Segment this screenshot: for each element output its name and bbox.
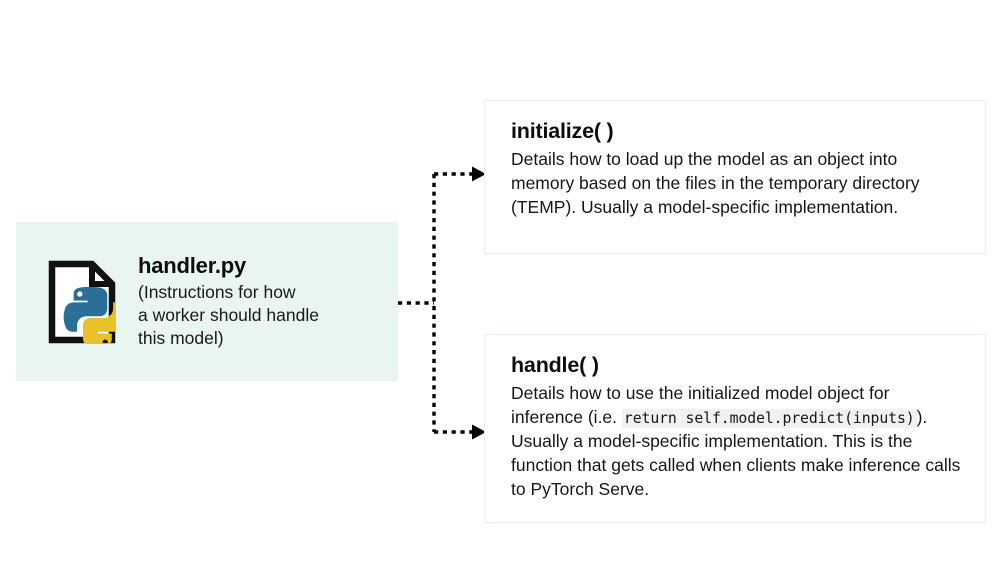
arrow-head-initialize xyxy=(472,166,486,182)
card-handle: handle( ) Details how to use the initial… xyxy=(484,334,986,523)
handler-source-card: handler.py (Instructions for how a worke… xyxy=(16,222,398,381)
handler-title: handler.py xyxy=(138,252,247,278)
method-name-handle: handle( ) xyxy=(511,353,599,377)
python-file-icon xyxy=(48,260,128,347)
connector-arrows xyxy=(398,166,486,440)
method-description-initialize: Details how to load up the model as an o… xyxy=(511,148,920,217)
handler-text-block: handler.py (Instructions for how a worke… xyxy=(138,253,319,350)
arrow-head-handle xyxy=(472,424,486,440)
inline-code-snippet: return self.model.predict(inputs) xyxy=(621,408,917,428)
method-name-initialize: initialize( ) xyxy=(511,119,614,143)
handle-description-part2: ). Usually a model-specific implementati… xyxy=(511,406,961,499)
handle-description-part1: Details how to use the initialized model… xyxy=(511,382,890,427)
method-description-handle: Details how to use the initialized model… xyxy=(511,382,963,502)
card-initialize: initialize( ) Details how to load up the… xyxy=(484,100,986,254)
handler-subtitle: (Instructions for how a worker should ha… xyxy=(138,281,319,349)
